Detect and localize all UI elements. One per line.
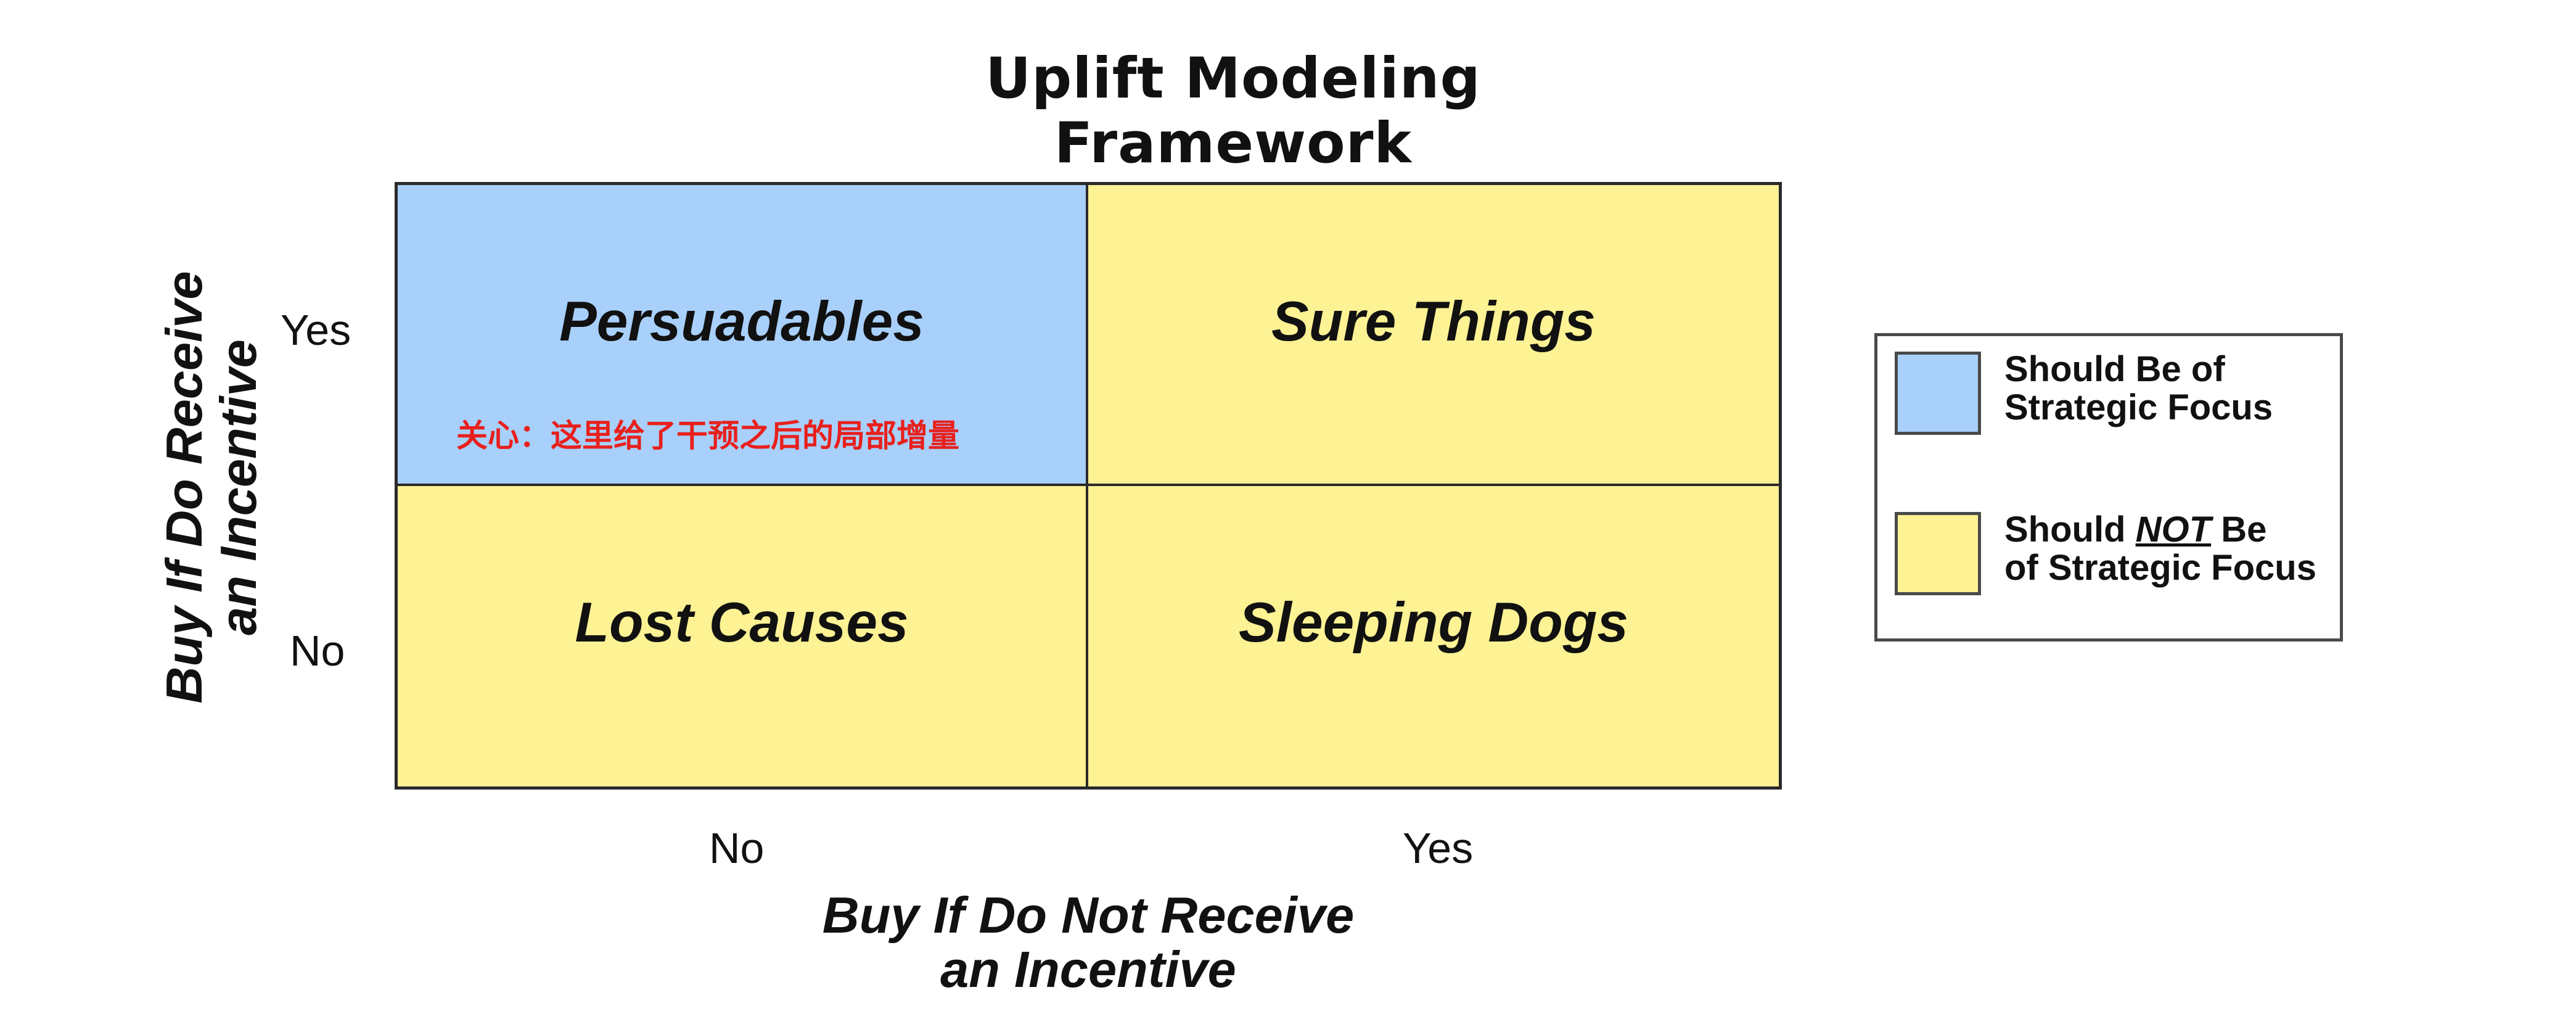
quadrant-label: Sure Things (1271, 291, 1596, 353)
quadrant-lost-causes: Lost Causes (398, 485, 1088, 786)
y-axis-label: Buy If Do Receive an Incentive (155, 210, 281, 765)
legend-swatch-not-focus (1895, 512, 1981, 595)
legend-notfocus-emphasis: NOT (2135, 510, 2212, 550)
legend-focus-line1: Should Be of (2004, 349, 2225, 389)
legend-swatch-focus (1895, 352, 1981, 435)
x-tick-yes: Yes (1403, 824, 1474, 872)
x-axis-label-line2: an Incentive (940, 941, 1236, 998)
quadrant-label: Sleeping Dogs (1238, 591, 1629, 654)
legend-text-focus: Should Be of Strategic Focus (2004, 350, 2350, 427)
quadrant-label: Lost Causes (575, 591, 909, 654)
x-tick-no: No (709, 824, 765, 872)
legend-notfocus-suffix: Be (2211, 510, 2267, 550)
quadrant-persuadables: Persuadables 关心：这里给了干预之后的局部增量 (398, 185, 1088, 486)
y-tick-no: No (290, 627, 345, 675)
x-axis-label-line1: Buy If Do Not Receive (822, 886, 1355, 944)
legend-focus-line2: Strategic Focus (2004, 387, 2273, 427)
y-axis-label-line1: Buy If Do Receive (155, 271, 213, 704)
quadrant-label: Persuadables (559, 291, 924, 353)
y-tick-yes: Yes (281, 306, 351, 354)
legend-notfocus-line1: Should NOT Be (2004, 511, 2350, 549)
diagram-title: Uplift Modeling Framework (985, 46, 1481, 176)
y-axis-label-line2: an Incentive (210, 339, 267, 635)
quadrant-sleeping-dogs: Sleeping Dogs (1088, 485, 1779, 786)
legend: Should Be of Strategic Focus Should NOT … (1874, 333, 2343, 642)
legend-notfocus-line2: of Strategic Focus (2004, 548, 2316, 588)
quadrant-sure-things: Sure Things (1088, 185, 1779, 486)
legend-notfocus-prefix: Should (2004, 510, 2136, 550)
annotation-note: 关心：这里给了干预之后的局部增量 (456, 418, 960, 455)
x-axis-label: Buy If Do Not Receive an Incentive (765, 888, 1412, 997)
legend-text-not-focus: Should NOT Be of Strategic Focus (2004, 511, 2350, 587)
quadrant-grid: Persuadables 关心：这里给了干预之后的局部增量 Sure Thing… (395, 182, 1782, 790)
